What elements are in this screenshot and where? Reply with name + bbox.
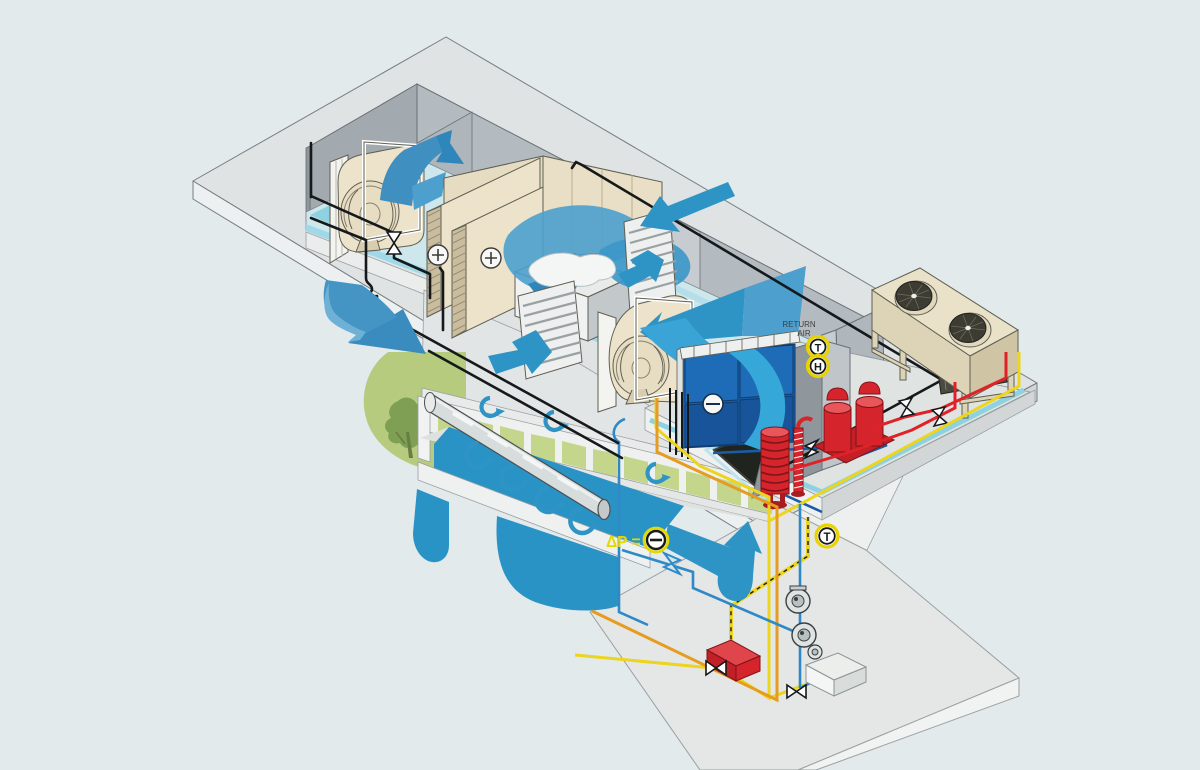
svg-text:T: T [815, 343, 822, 355]
svg-text:H: H [814, 362, 822, 374]
svg-text:T: T [823, 532, 830, 544]
svg-text:AIR: AIR [797, 329, 811, 338]
svg-text:RETURN: RETURN [782, 320, 816, 329]
svg-text:ΔP =: ΔP = [606, 534, 641, 551]
